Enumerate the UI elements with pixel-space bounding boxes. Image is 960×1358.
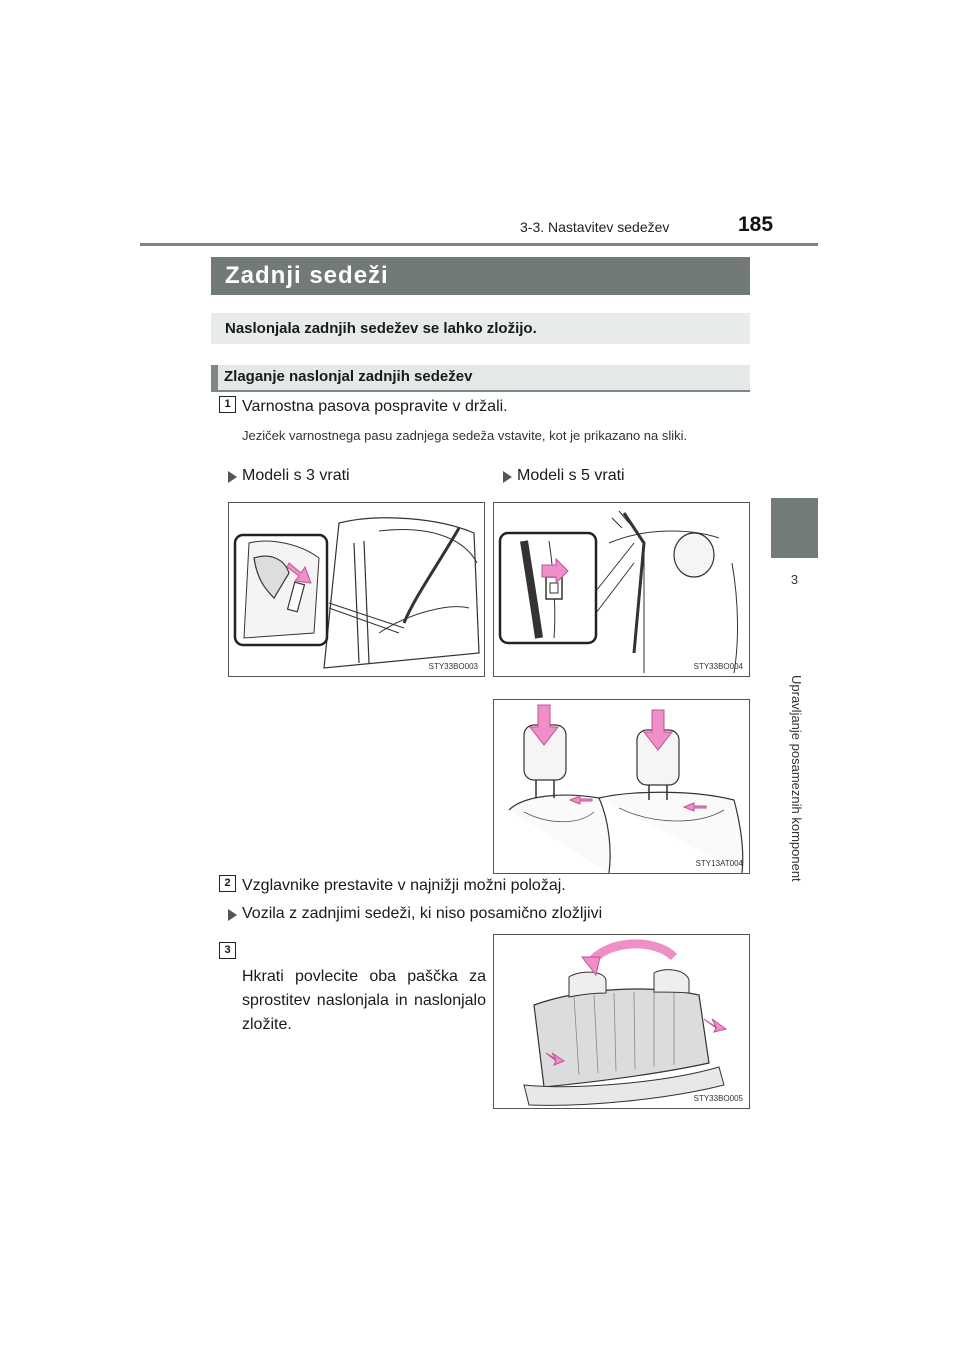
step-3-text: Hkrati povlecite oba paščka za sprostite… <box>242 968 486 1033</box>
bullet-triangle-icon <box>503 471 512 483</box>
figure-code: STY13AT004 <box>695 859 743 868</box>
subheading: Zlaganje naslonjal zadnjih sedežev <box>224 368 473 385</box>
step-2-text: Vzglavnike prestavite v najnižji možni p… <box>242 877 566 894</box>
intro-text: Naslonjala zadnjih sedežev se lahko zlož… <box>225 320 537 337</box>
variant-five-door: Modeli s 5 vrati <box>517 467 625 484</box>
section-header: 3-3. Nastavitev sedežev <box>520 219 670 235</box>
bullet-triangle-icon <box>228 909 237 921</box>
figure-code: STY33BO003 <box>428 662 478 671</box>
figure-code: STY33BO004 <box>693 662 743 671</box>
variant-non-split: Vozila z zadnjimi sedeži, ki niso posami… <box>242 905 603 922</box>
step-1-badge: 1 <box>219 396 236 413</box>
figure-code: STY33BO005 <box>693 1094 743 1103</box>
subheading-underline <box>211 390 750 392</box>
figure-fold-seatback: STY33BO005 <box>493 934 750 1109</box>
header-divider <box>140 243 818 246</box>
figure-five-door-belt: STY33BO004 <box>493 502 750 677</box>
figure-three-door-belt: STY33BO003 <box>228 502 485 677</box>
seatbelt-illustration <box>233 517 480 669</box>
chapter-tab <box>771 498 818 558</box>
chapter-number: 3 <box>790 572 799 587</box>
page-title: Zadnji sedeži <box>225 262 389 289</box>
page-number: 185 <box>738 213 774 236</box>
headrest-illustration <box>508 704 744 873</box>
intro-box <box>211 313 750 344</box>
figure-headrests: STY13AT004 <box>493 699 750 874</box>
bullet-triangle-icon <box>228 471 237 483</box>
variant-three-door: Modeli s 3 vrati <box>242 467 350 484</box>
step-1-note: Jeziček varnostnega pasu zadnjega sedeža… <box>242 428 688 443</box>
step-1-text: Varnostna pasova pospravite v držali. <box>242 398 508 415</box>
title-band <box>211 257 750 295</box>
subheading-box <box>211 365 750 391</box>
step-2-badge: 2 <box>219 875 236 892</box>
seatback-fold-illustration <box>523 939 728 1106</box>
step-3-badge: 3 <box>219 942 236 959</box>
chapter-title: Upravljanje posameznih komponent <box>789 675 804 882</box>
seatbelt-illustration <box>498 510 739 674</box>
